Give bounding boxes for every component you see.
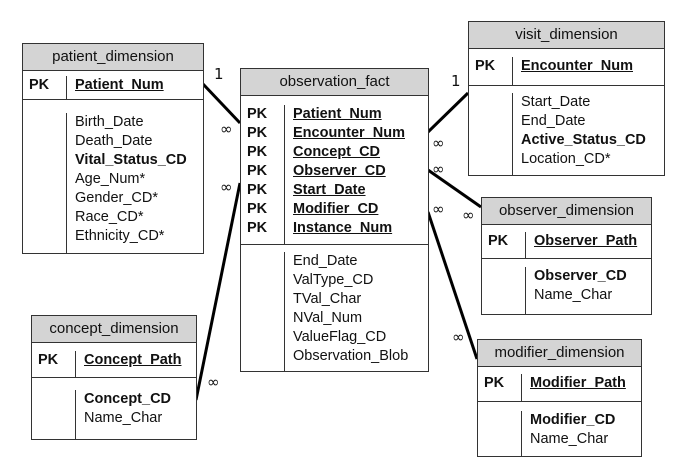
field: Observation_Blob (293, 348, 409, 364)
field: Modifier_CD (530, 412, 616, 428)
field: ValueFlag_CD (293, 329, 387, 345)
observer-dimension-table: observer_dimension PK Observer_Path Obse… (481, 197, 652, 315)
primary-key-field: Patient_Num (75, 77, 164, 93)
field: Name_Char (534, 287, 613, 303)
field: Active_Status_CD (521, 132, 646, 148)
table-title: concept_dimension (32, 316, 196, 343)
field: Race_CD* (75, 209, 144, 225)
pk-label: PK (247, 144, 268, 160)
observer-fact-connector (427, 168, 482, 209)
field: Ethnicity_CD* (75, 228, 165, 244)
field: Location_CD* (521, 151, 611, 167)
pk-label: PK (247, 201, 268, 217)
field: TVal_Char (293, 291, 362, 307)
field: Concept_CD (84, 391, 172, 407)
cardinality-many-observer-fact: ∞ (432, 160, 445, 178)
concept-fact-connector (194, 182, 242, 401)
visit-dimension-table: visit_dimension PK Encounter_Num Start_D… (468, 21, 665, 176)
modifier-fact-connector (426, 211, 479, 360)
table-title: visit_dimension (469, 22, 664, 49)
cardinality-many-modifier: ∞ (452, 328, 465, 346)
table-title: patient_dimension (23, 44, 203, 71)
pk-label: PK (488, 233, 509, 249)
pk-label: PK (475, 58, 496, 74)
cardinality-many-concept: ∞ (207, 373, 220, 391)
cardinality-many-concept-fact: ∞ (220, 178, 233, 196)
field: Vital_Status_CD (75, 152, 187, 168)
primary-key-field: Observer_CD (293, 163, 386, 179)
field: Observer_CD (534, 268, 627, 284)
pk-label: PK (484, 375, 505, 391)
primary-key-field: Patient_Num (293, 106, 382, 122)
cardinality-one-patient: 1 (214, 65, 224, 83)
field: Start_Date (521, 94, 591, 110)
table-title: observation_fact (241, 69, 428, 96)
modifier-dimension-table: modifier_dimension PK Modifier_Path Modi… (477, 339, 642, 457)
field: End_Date (293, 253, 358, 269)
table-title: modifier_dimension (478, 340, 641, 367)
pk-label: PK (29, 77, 50, 93)
observation-fact-table: observation_fact PK PK PK PK PK PK PK Pa… (240, 68, 429, 372)
patient-dimension-table: patient_dimension PK Patient_Num Birth_D… (22, 43, 204, 254)
pk-label: PK (247, 125, 268, 141)
cardinality-one-visit: 1 (451, 72, 461, 90)
pk-label: PK (38, 352, 59, 368)
cardinality-many-visit: ∞ (432, 134, 445, 152)
cardinality-many-observer: ∞ (462, 206, 475, 224)
primary-key-field: Concept_Path (84, 352, 182, 368)
concept-dimension-table: concept_dimension PK Concept_Path Concep… (31, 315, 197, 440)
cardinality-many-modifier-fact: ∞ (432, 200, 445, 218)
field: Age_Num* (75, 171, 146, 187)
patient-fact-connector (201, 82, 242, 125)
visit-fact-connector (426, 91, 470, 134)
primary-key-field: Observer_Path (534, 233, 638, 249)
field: ValType_CD (293, 272, 374, 288)
primary-key-field: Encounter_Num (293, 125, 405, 141)
field: NVal_Num (293, 310, 363, 326)
pk-label: PK (247, 220, 268, 236)
table-title: observer_dimension (482, 198, 651, 225)
primary-key-field: Encounter_Num (521, 58, 633, 74)
pk-label: PK (247, 106, 268, 122)
field: Birth_Date (75, 114, 144, 130)
field: End_Date (521, 113, 586, 129)
field: Death_Date (75, 133, 153, 149)
primary-key-field: Modifier_Path (530, 375, 626, 391)
primary-key-field: Instance_Num (293, 220, 393, 236)
primary-key-field: Modifier_CD (293, 201, 379, 217)
field: Name_Char (84, 410, 163, 426)
field: Name_Char (530, 431, 609, 447)
field: Gender_CD* (75, 190, 159, 206)
primary-key-field: Concept_CD (293, 144, 381, 160)
pk-label: PK (247, 163, 268, 179)
cardinality-many-patient: ∞ (220, 120, 233, 138)
primary-key-field: Start_Date (293, 182, 366, 198)
pk-label: PK (247, 182, 268, 198)
